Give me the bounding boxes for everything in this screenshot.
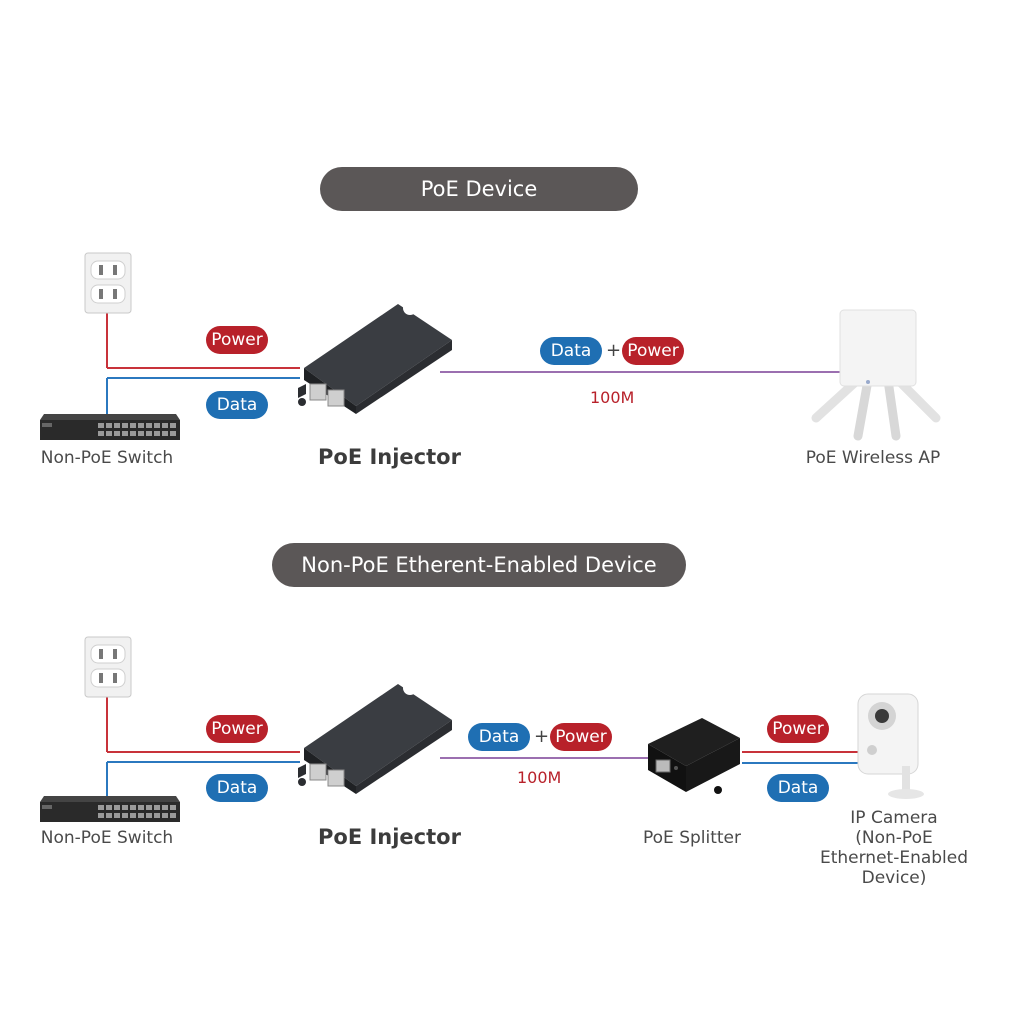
plus-sign: + — [534, 726, 550, 747]
camera-label-line: (Non-PoE — [855, 828, 933, 848]
power-pill: Power — [550, 723, 612, 751]
wireless-ap-icon — [811, 309, 941, 441]
poe-injector-icon — [298, 301, 452, 414]
injector-label: PoE Injector — [318, 825, 461, 849]
speed-label: 100M — [517, 768, 562, 787]
data-pill: Data — [468, 723, 530, 751]
poe-splitter-icon — [648, 718, 740, 794]
data-pill: Data — [206, 774, 268, 802]
power-pill: Power — [206, 326, 268, 354]
speed-label: 100M — [590, 388, 635, 407]
wall-outlet-icon — [84, 252, 132, 314]
network-switch-icon — [40, 414, 180, 440]
switch-label: Non-PoE Switch — [40, 448, 174, 468]
wall-outlet-icon — [84, 636, 132, 698]
plus-sign: + — [606, 340, 622, 361]
data-pill: Data — [767, 774, 829, 802]
section-title-non-poe-device: Non-PoE Etherent-Enabled Device — [272, 543, 686, 587]
power-pill: Power — [767, 715, 829, 743]
ap-label: PoE Wireless AP — [805, 448, 941, 468]
ip-camera-icon — [857, 693, 924, 799]
power-pill: Power — [622, 337, 684, 365]
camera-label-line: IP Camera — [850, 808, 938, 828]
splitter-label: PoE Splitter — [643, 828, 741, 848]
camera-label-line: Ethernet-Enabled — [819, 848, 969, 868]
poe-injector-icon — [298, 681, 452, 794]
section-title-poe-device: PoE Device — [320, 167, 638, 211]
camera-label-line: Device) — [861, 868, 927, 888]
injector-label: PoE Injector — [318, 445, 461, 469]
power-pill: Power — [206, 715, 268, 743]
switch-label: Non-PoE Switch — [40, 828, 174, 848]
network-switch-icon — [40, 796, 180, 822]
data-pill: Data — [540, 337, 602, 365]
data-pill: Data — [206, 391, 268, 419]
